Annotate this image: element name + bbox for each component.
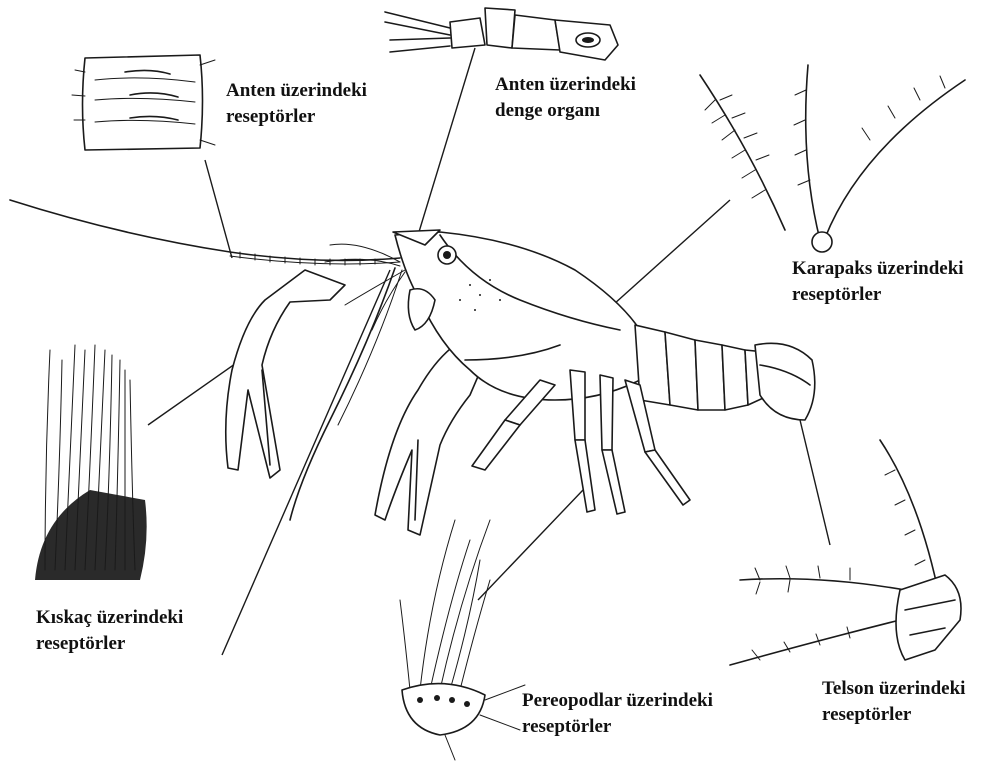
label-telson-line2: reseptörler: [822, 702, 965, 728]
label-antenna-receptors: Anten üzerindeki reseptörler: [226, 78, 367, 130]
crayfish: [10, 200, 815, 535]
label-carapace-line1: Karapaks üzerindeki: [792, 256, 964, 282]
label-balance-organ-line2: denge organı: [495, 98, 636, 124]
label-pereopod-line2: reseptörler: [522, 714, 713, 740]
label-antenna-receptors-line1: Anten üzerindeki: [226, 78, 367, 104]
label-balance-organ-line1: Anten üzerindeki: [495, 72, 636, 98]
leader-antenna-receptors: [205, 160, 232, 258]
label-claw-line1: Kıskaç üzerindeki: [36, 605, 183, 631]
label-carapace-line2: reseptörler: [792, 282, 964, 308]
label-telson-line1: Telson üzerindeki: [822, 676, 965, 702]
left-claw: [226, 270, 345, 478]
label-pereopod-receptors: Pereopodlar üzerindeki reseptörler: [522, 688, 713, 740]
label-claw-receptors: Kıskaç üzerindeki reseptörler: [36, 605, 183, 657]
leader-pereopod: [478, 490, 583, 600]
descending-antenna: [290, 268, 395, 520]
mouthparts: [408, 289, 435, 330]
leader-balance-organ: [415, 48, 475, 245]
label-pereopod-line1: Pereopodlar üzerindeki: [522, 688, 713, 714]
label-claw-line2: reseptörler: [36, 631, 183, 657]
label-telson-receptors: Telson üzerindeki reseptörler: [822, 676, 965, 728]
inset-balance-organ: [385, 8, 618, 60]
abdomen: [635, 325, 770, 410]
label-antenna-receptors-line2: reseptörler: [226, 104, 367, 130]
inset-carapace-setae: [700, 65, 965, 252]
leader-telson: [800, 420, 830, 545]
right-claw: [375, 345, 485, 535]
inset-pereopod-setae: [400, 520, 525, 760]
inset-telson-setae: [730, 440, 961, 665]
label-antenna-balance-organ: Anten üzerindeki denge organı: [495, 72, 636, 124]
label-carapace-receptors: Karapaks üzerindeki reseptörler: [792, 256, 964, 308]
inset-antenna-receptors: [72, 55, 215, 150]
inset-claw-tuft: [35, 345, 147, 580]
long-antenna: [10, 200, 400, 260]
